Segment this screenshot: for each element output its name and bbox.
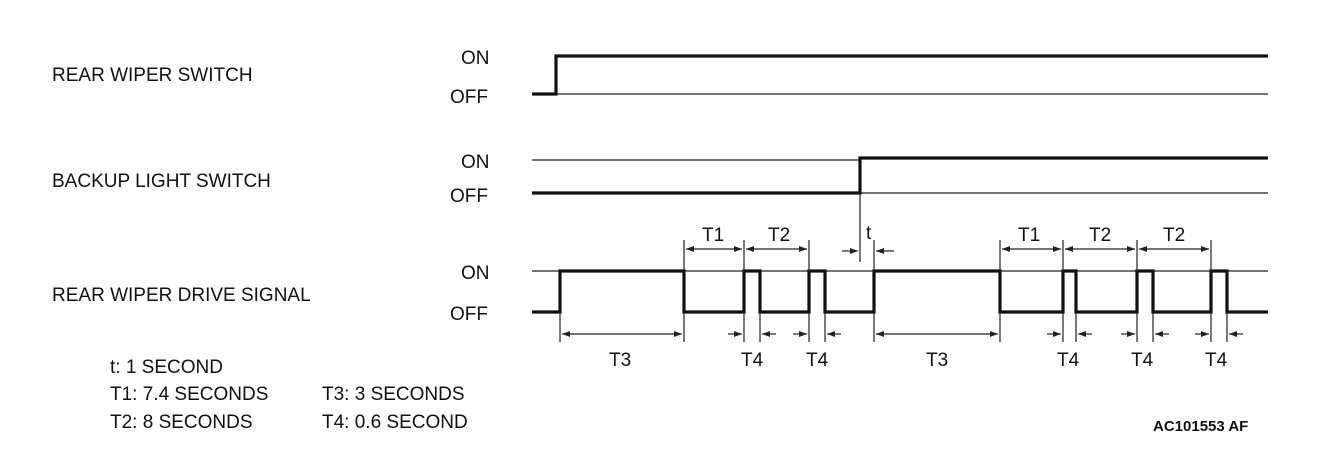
t4a-arrow-left [734,331,742,337]
t4c-label: T4 [1057,350,1080,371]
t4a-label: T4 [741,350,764,371]
backup-light-switch-waveform [532,156,1268,195]
rear-wiper-switch-off-label: OFF [450,87,488,108]
t4c-arrow-right [1078,331,1086,337]
t4e-arrow-right [1229,331,1237,337]
t1-arrow-right [734,246,742,252]
t2-label: T2 [768,225,790,246]
t4e-label: T4 [1205,350,1228,371]
t4e-arrow-left [1201,331,1209,337]
t2c-arrow-left [1139,246,1147,252]
t2-arrow-left [746,246,754,252]
figure-code: AC101553 AF [1153,418,1248,435]
t-label: t [866,223,872,244]
backup-light-switch-off-label: OFF [450,186,488,207]
legend-t: t: 1 SECOND [110,357,223,378]
rear-wiper-switch-waveform [532,54,1268,96]
t4d-label: T4 [1131,350,1154,371]
t4c-arrow-left [1053,331,1061,337]
legend-t1: T1: 7.4 SECONDS [110,384,268,405]
t1-label: T1 [702,225,724,246]
rear-wiper-drive-off-label: OFF [450,304,488,325]
t1b-label: T1 [1018,225,1040,246]
rear-wiper-switch-label: REAR WIPER SWITCH [52,65,253,86]
rear-wiper-drive-waveform [532,269,1268,314]
t1-arrow-left [686,246,694,252]
t2c-arrow-right [1201,246,1209,252]
t4d-arrow-right [1155,331,1163,337]
t3-arrow-left [562,331,570,337]
t3b-label: T3 [926,350,948,371]
t2c-label: T2 [1163,225,1185,246]
t2b-arrow-left [1065,246,1073,252]
t2b-label: T2 [1089,225,1111,246]
t1b-arrow-left [1002,246,1010,252]
t4a-arrow-right [762,331,770,337]
t4b-arrow-right [827,331,835,337]
t3-arrow-right [674,331,682,337]
backup-light-switch-on-label: ON [461,152,490,173]
t2-arrow-right [799,246,807,252]
t4b-arrow-left [799,331,807,337]
t3-label: T3 [609,350,631,371]
t1b-arrow-right [1053,246,1061,252]
legend-t2: T2: 8 SECONDS [110,412,253,433]
backup-light-switch-label: BACKUP LIGHT SWITCH [52,171,271,192]
t4b-label: T4 [806,350,829,371]
t3b-arrow-right [990,331,998,337]
t-arrow-right [876,248,884,254]
t4d-arrow-left [1127,331,1135,337]
t3b-arrow-left [876,331,884,337]
t2b-arrow-right [1127,246,1135,252]
legend-t3: T3: 3 SECONDS [322,384,465,405]
rear-wiper-switch-on-label: ON [461,48,490,69]
t-arrow-left [850,248,858,254]
rear-wiper-drive-on-label: ON [461,263,490,284]
rear-wiper-drive-signal-label: REAR WIPER DRIVE SIGNAL [52,285,311,306]
legend-t4: T4: 0.6 SECOND [322,412,468,433]
